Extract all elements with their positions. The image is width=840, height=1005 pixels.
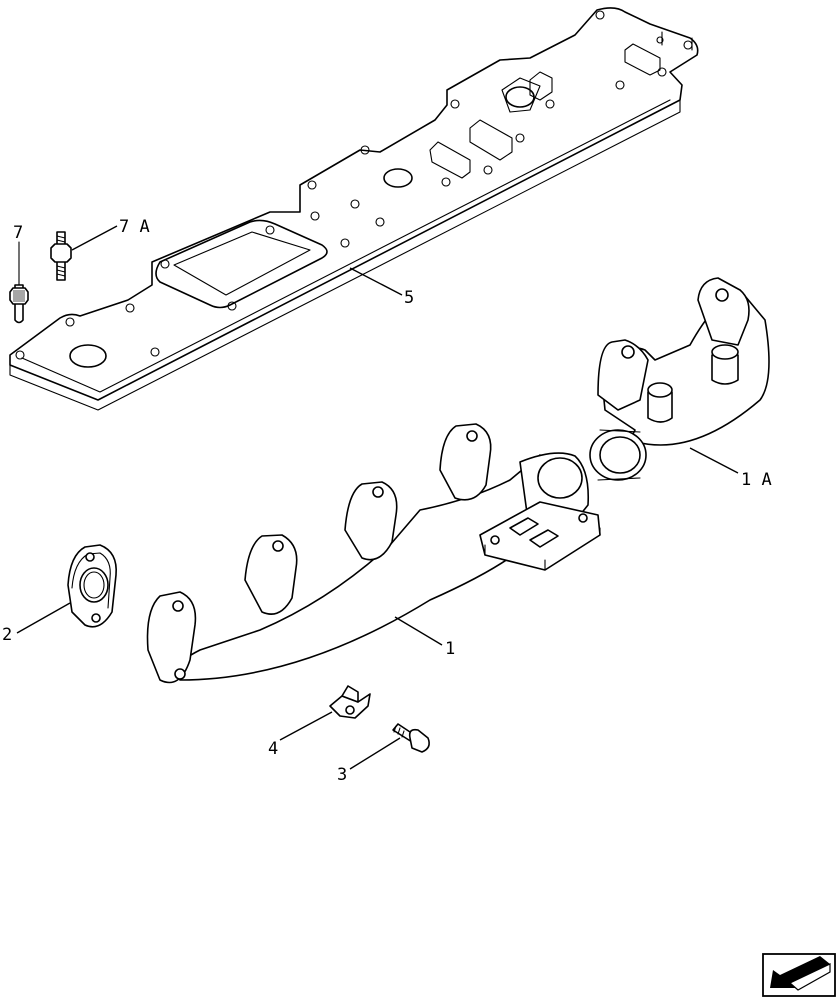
- gasket-part-5: [9, 7, 699, 411]
- callout-1: 1: [445, 639, 455, 659]
- callout-3: 3: [337, 765, 347, 785]
- exhaust-manifold-part-1a: [589, 277, 770, 481]
- callout-2: 2: [2, 625, 12, 645]
- callout-5: 5: [404, 288, 414, 308]
- callout-7: 7: [13, 223, 23, 243]
- bolt-part-7: [9, 241, 29, 324]
- bolt-part-3: [349, 723, 430, 770]
- callout-7a: 7 A: [119, 217, 150, 237]
- stud-part-7a: [50, 225, 118, 281]
- callout-1a: 1 A: [741, 470, 772, 490]
- gasket-part-2: [16, 544, 117, 634]
- callout-4: 4: [268, 739, 278, 759]
- previous-page-arrow-icon[interactable]: [762, 953, 836, 997]
- lock-plate-part-4: [279, 685, 371, 741]
- exhaust-manifold-part-1: [146, 423, 601, 684]
